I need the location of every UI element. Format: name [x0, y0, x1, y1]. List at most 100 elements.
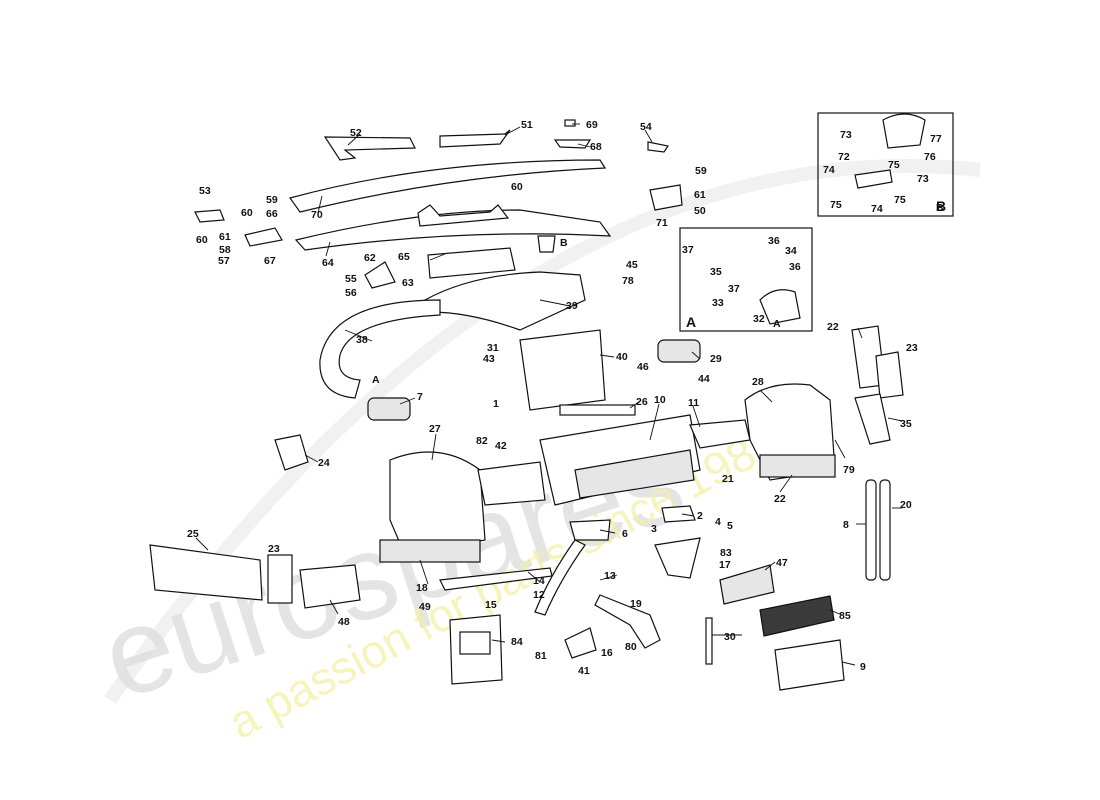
flap-23 [854, 393, 891, 445]
bracket-62 [364, 261, 396, 289]
callout-label: 26 [636, 396, 648, 408]
callout-label: 58 [219, 244, 231, 256]
callout-label: 74 [823, 164, 835, 176]
heater-core-fins [574, 449, 695, 499]
callout-label: 36 [789, 261, 801, 273]
callout-label: 76 [924, 151, 936, 163]
panel-31 [519, 329, 606, 411]
linkage-75 [854, 169, 893, 189]
callout-label: 47 [776, 557, 788, 569]
dash-rail-67 [289, 159, 607, 213]
callout-label: 44 [698, 373, 710, 385]
bracket-53 [194, 209, 225, 223]
hose-83 [534, 539, 586, 616]
trim-panel-52 [323, 136, 416, 161]
callout-label: 18 [416, 582, 428, 594]
callout-label: 60 [196, 234, 208, 246]
callout-label: 74 [871, 203, 883, 215]
callout-label: 27 [429, 423, 441, 435]
callout-label: 16 [601, 647, 613, 659]
panel-85 [774, 639, 845, 691]
callout-label: 12 [533, 589, 545, 601]
callout-label: 75 [894, 194, 906, 206]
callout-label: 8 [843, 519, 849, 531]
parts-artwork [149, 113, 926, 691]
callout-label: 75 [830, 199, 842, 211]
panel-47 [759, 595, 835, 637]
plate-48 [661, 505, 696, 523]
callout-label: 59 [695, 165, 707, 177]
callout-label: 54 [640, 121, 652, 133]
leader-lines [195, 123, 903, 666]
dash-vent-50 [417, 204, 510, 227]
fan-42 [274, 434, 309, 471]
callout-label: 43 [483, 353, 495, 365]
bracket-2 [654, 537, 701, 579]
callout-label: 6 [622, 528, 628, 540]
callout-label: 81 [535, 650, 547, 662]
hose-45 [319, 299, 441, 399]
callout-label: 35 [710, 266, 722, 278]
callout-label: 73 [917, 173, 929, 185]
callout-label: 38 [356, 334, 368, 346]
vent-43 [657, 339, 701, 363]
bracket-54 [647, 141, 669, 153]
callout-label: 32 [753, 313, 765, 325]
callout-label: 82 [476, 435, 488, 447]
callout-label: 78 [622, 275, 634, 287]
callout-label: 60 [511, 181, 523, 193]
callout-label: 42 [495, 440, 507, 452]
callout-label: 53 [199, 185, 211, 197]
callout-label: 39 [566, 300, 578, 312]
callout-label: 22 [774, 493, 786, 505]
callout-label: 83 [720, 547, 732, 559]
callout-label: 61 [694, 189, 706, 201]
callout-label: 49 [419, 601, 431, 613]
callout-label: 73 [840, 129, 852, 141]
rod-41 [705, 617, 713, 665]
callout-label: 22 [827, 321, 839, 333]
callout-label: 37 [682, 244, 694, 256]
callout-label: 15 [485, 599, 497, 611]
callout-label: 34 [785, 245, 797, 257]
callout-label: 60 [241, 207, 253, 219]
vent-44 [367, 397, 411, 421]
motor-32 [759, 289, 801, 325]
callout-label: 5 [727, 520, 733, 532]
callout-label: 19 [630, 598, 642, 610]
callout-label: 75 [888, 159, 900, 171]
callout-label: 46 [637, 361, 649, 373]
strip-7 [559, 404, 636, 416]
callout-label: 13 [604, 570, 616, 582]
callout-label: 24 [318, 457, 330, 469]
callout-label: A [773, 318, 781, 330]
callout-label: 4 [715, 516, 721, 528]
duct-21 [149, 544, 263, 601]
callout-label: 51 [521, 119, 533, 131]
callout-label: 10 [654, 394, 666, 406]
callout-label: 14 [533, 575, 545, 587]
callout-label: 52 [350, 127, 362, 139]
duct-78 [424, 271, 586, 331]
callout-label: 80 [625, 641, 637, 653]
strap-9 [865, 479, 877, 581]
panel-30 [719, 564, 775, 605]
callout-label: 77 [930, 133, 942, 145]
callout-label: 72 [838, 151, 850, 163]
callout-label: 84 [511, 636, 523, 648]
callout-label: 2 [697, 510, 703, 522]
callout-label: 85 [839, 610, 851, 622]
callout-label: 31 [487, 342, 499, 354]
callout-label: 64 [322, 257, 334, 269]
clip-69 [564, 119, 576, 127]
frame-22-left [267, 554, 293, 604]
callout-label: 41 [578, 665, 590, 677]
callout-label: 55 [345, 273, 357, 285]
callout-label: 48 [338, 616, 350, 628]
callout-label: 70 [311, 209, 323, 221]
callout-label: 62 [364, 252, 376, 264]
callout-label: 28 [752, 376, 764, 388]
duct-26 [689, 419, 751, 449]
